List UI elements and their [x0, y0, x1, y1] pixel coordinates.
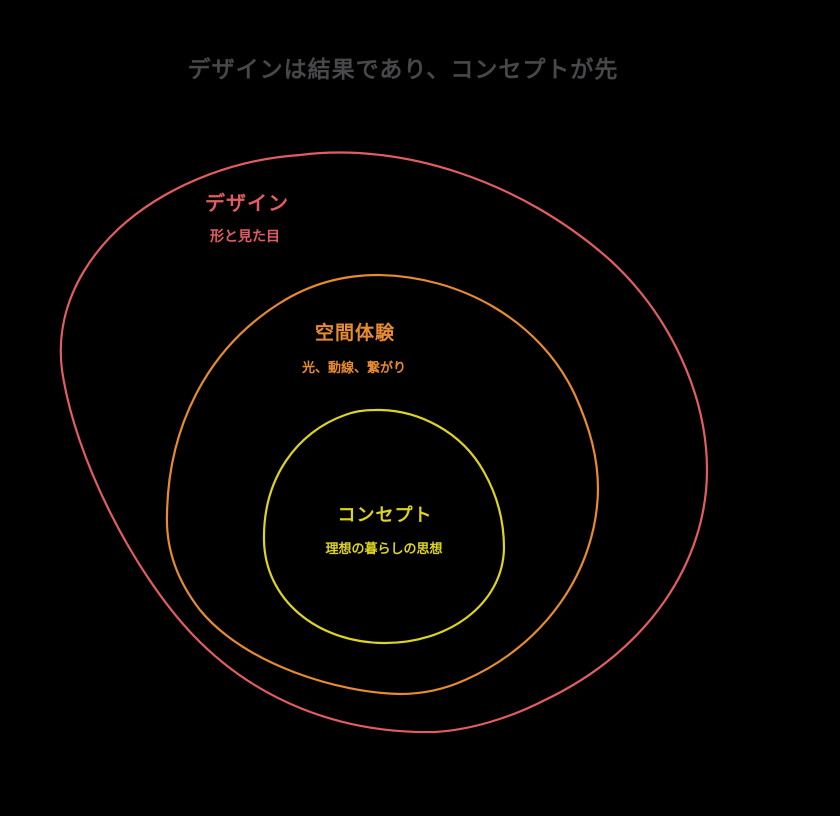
ring-concept-sublabel: 理想の暮らしの思想 — [325, 541, 443, 556]
ring-spatial-experience-sublabel: 光、動線、繋がり — [301, 360, 407, 375]
ring-design-label: デザイン — [205, 193, 289, 215]
ring-concept-label: コンセプト — [337, 505, 433, 525]
diagram-title: デザインは結果であり、コンセプトが先 — [187, 56, 619, 82]
ring-concept-outline — [262, 408, 506, 645]
ring-design-outline — [59, 151, 709, 734]
ring-spatial-experience-label: 空間体験 — [314, 323, 396, 344]
ring-spatial-experience-outline — [165, 273, 600, 696]
ring-design-sublabel: 形と見た目 — [210, 228, 280, 244]
